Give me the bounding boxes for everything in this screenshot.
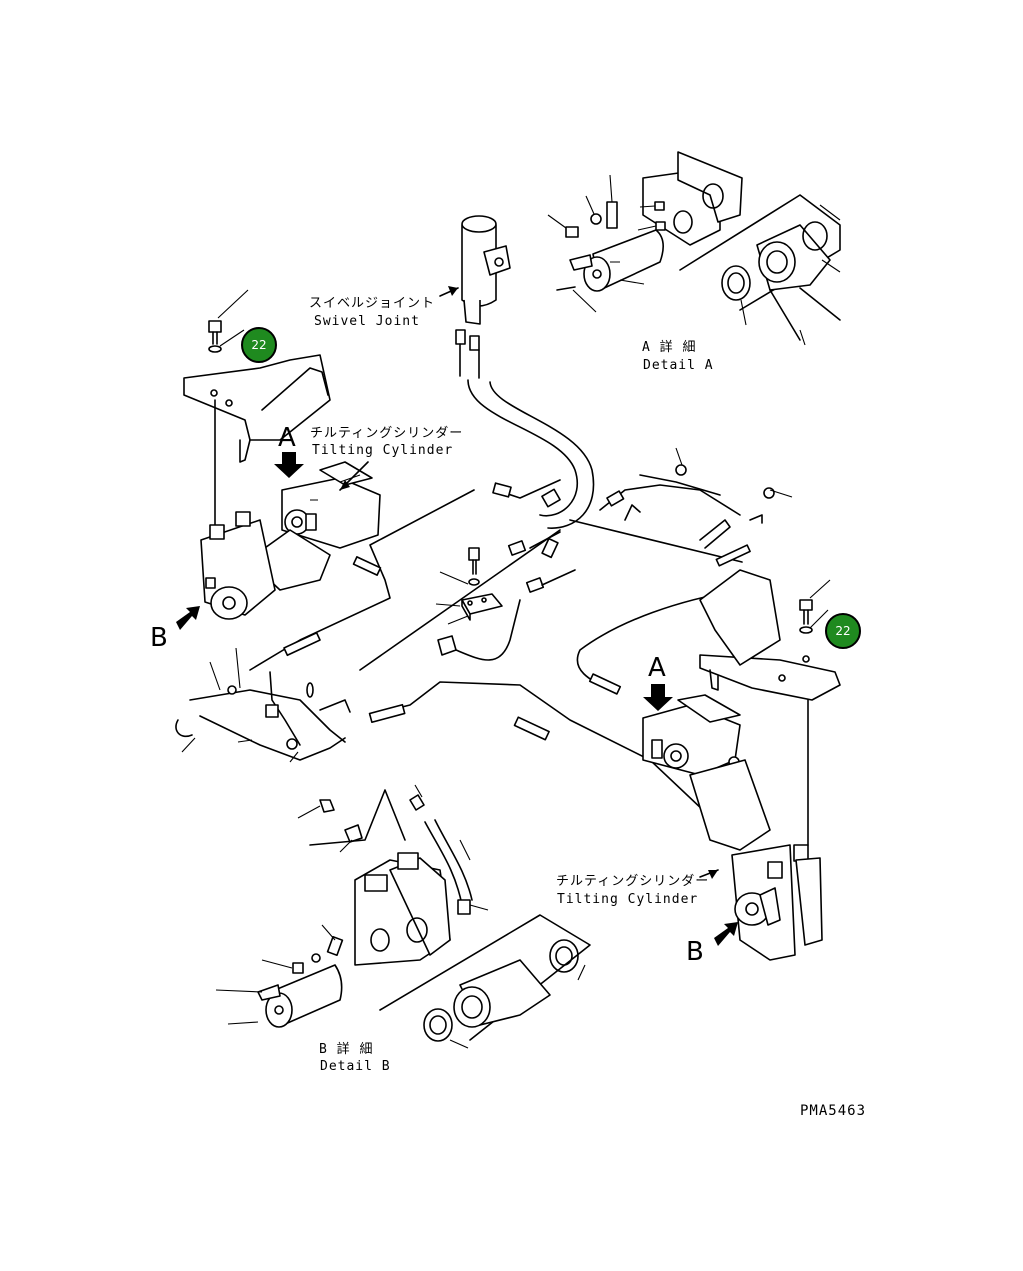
left-tilting-cylinder [176,452,381,630]
swivel-joint [439,215,595,529]
callout-badge-22-left[interactable]: 22 [241,327,277,363]
tilting-cylinder-left-label-jp: チルティングシリンダー [310,426,464,441]
tilting-cylinder-right-label-en: Tilting Cylinder [557,892,699,907]
view-a-marker-left: A [278,423,296,453]
swivel-joint-label-en: Swivel Joint [314,314,420,329]
leader-lines [339,461,369,491]
right-tilting-cylinder [642,684,823,961]
pipe-network [249,447,793,695]
detail-a-illustration [547,151,841,346]
detail-b-label-en: Detail B [320,1059,391,1074]
detail-b-label-jp: B 詳 細 [319,1042,374,1057]
drawing-number: PMA5463 [800,1103,867,1119]
left-mounting-bracket [183,289,331,526]
swivel-joint-label-jp: スイベルジョイント [309,296,436,311]
callout-badge-22-right[interactable]: 22 [825,613,861,649]
view-b-marker-right: B [686,937,704,967]
detail-a-label-en: Detail A [643,358,714,373]
detail-b-illustration [215,784,591,1049]
tilting-cylinder-right-label-jp: チルティングシリンダー [556,874,710,889]
view-b-marker-left: B [150,623,168,653]
right-mounting-bracket [699,569,841,846]
detail-a-label-jp: A 詳 細 [642,340,697,355]
tilting-cylinder-left-label-en: Tilting Cylinder [312,443,454,458]
view-a-marker-right: A [648,653,666,683]
